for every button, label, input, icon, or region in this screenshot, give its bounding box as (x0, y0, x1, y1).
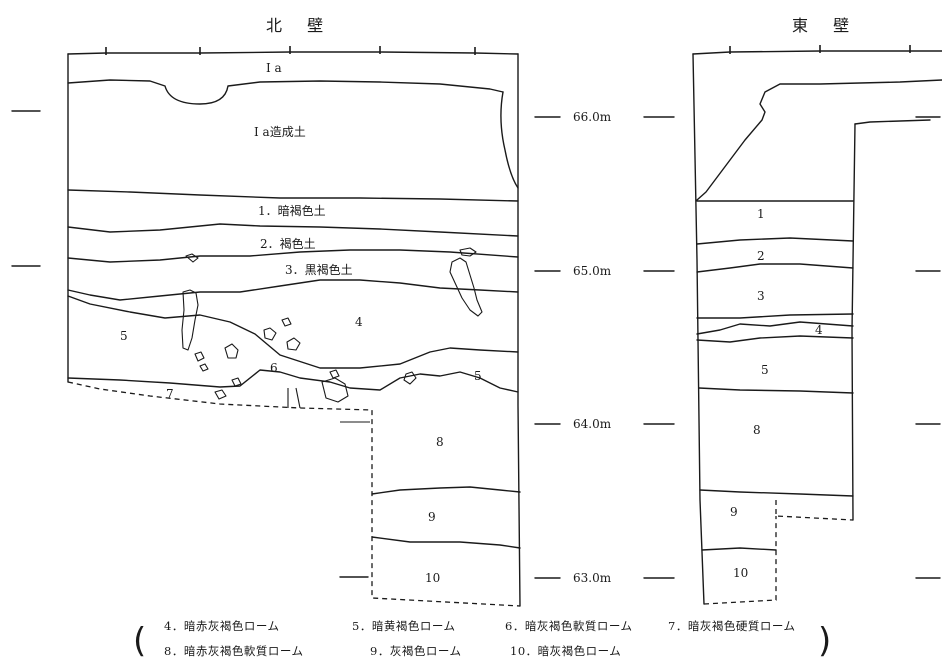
north-layer-label-7: 7 (166, 387, 174, 401)
east-wall-survey-ticks (729, 45, 911, 54)
north-boundary-1 (67, 223, 519, 237)
legend-item-8: 8．暗赤灰褐色軟質ローム (164, 644, 303, 658)
legend-item-4: 4．暗赤灰褐色ローム (164, 619, 279, 633)
east-layer-label-1: 1 (757, 207, 765, 221)
north-boundary-2 (67, 249, 519, 263)
north-wall-survey-ticks (105, 46, 476, 55)
east-boundary-2 (696, 263, 854, 273)
north-boundary-4 (67, 295, 519, 369)
north-layer-label-ia-fill: I a造成土 (254, 125, 306, 139)
north-layer-label-2: 2．褐色土 (260, 236, 316, 251)
east-boundary-1 (696, 237, 854, 245)
east-wall-dashed-base (703, 500, 854, 605)
north-layer-label-ia: I a (266, 61, 282, 75)
elevation-label-64: 64.0m (573, 417, 612, 431)
east-boundary-4-top (696, 321, 854, 335)
legend: ( ) 4．暗赤灰褐色ローム 5．暗黄褐色ローム 6．暗灰褐色軟質ローム 7．暗… (133, 619, 831, 661)
east-boundary-9 (701, 547, 777, 551)
legend-item-10: 10．暗灰褐色ローム (510, 644, 621, 658)
north-layer-label-9: 9 (428, 510, 436, 524)
east-boundary-ia (696, 79, 942, 201)
east-layer-label-4: 4 (815, 323, 823, 337)
legend-item-5: 5．暗黄褐色ローム (352, 619, 455, 633)
north-boundary-9 (371, 536, 521, 549)
north-layer-label-1: 1．暗褐色土 (258, 203, 326, 218)
north-boundary-ia (67, 79, 504, 105)
east-layer-label-9: 9 (730, 505, 738, 519)
north-layer-label-4: 4 (355, 315, 363, 329)
east-layer-label-3: 3 (757, 289, 765, 303)
north-layer-label-3: 3．黒褐色土 (285, 262, 353, 277)
elevation-label-63: 63.0m (573, 571, 612, 585)
north-boundary-8 (371, 486, 521, 495)
north-layer-label-5-right: 5 (474, 369, 482, 383)
north-layer-label-10: 10 (425, 571, 440, 585)
north-wall-dashed-base (67, 381, 521, 607)
north-boundary-ia-cut (500, 91, 519, 189)
north-wall-surface (67, 51, 519, 55)
east-wall-step (854, 119, 931, 125)
north-layer-label-5-left: 5 (120, 329, 128, 343)
elevation-label-66: 66.0m (573, 110, 612, 124)
north-boundary-fill (67, 189, 519, 202)
east-layer-label-10: 10 (733, 566, 748, 580)
legend-open-paren: ( (133, 621, 146, 661)
legend-item-7: 7．暗灰褐色硬質ローム (668, 619, 795, 633)
east-boundary-5 (698, 387, 854, 394)
elevation-markers: 66.0m 65.0m 64.0m 63.0m (11, 110, 941, 585)
east-wall-title: 東 壁 (792, 16, 859, 35)
legend-close-paren: ) (818, 621, 831, 661)
north-wall-title: 北 壁 (266, 16, 333, 35)
east-boundary-8 (699, 489, 854, 497)
east-wall-outline (692, 53, 856, 605)
east-layer-label-8: 8 (753, 423, 761, 437)
elevation-label-65: 65.0m (573, 264, 612, 278)
legend-item-9: 9．灰褐色ローム (370, 644, 461, 658)
north-wall-section: I a I a造成土 1．暗褐色土 2．褐色土 3．黒褐色土 4 5 5 6 7… (67, 46, 521, 607)
east-wall-section: 1 2 3 4 5 8 9 10 (692, 45, 942, 605)
east-boundary-3 (696, 313, 854, 319)
north-layer-label-8: 8 (436, 435, 444, 449)
east-boundary-4-bottom (696, 335, 854, 343)
north-wall-outline (67, 53, 521, 607)
east-layer-label-2: 2 (757, 249, 765, 263)
north-boundary-5 (67, 369, 519, 393)
north-boundary-3 (67, 279, 519, 301)
east-layer-label-5: 5 (761, 363, 769, 377)
north-wall-inclusions (181, 247, 483, 409)
north-layer-label-6: 6 (270, 361, 278, 375)
legend-item-6: 6．暗灰褐色軟質ローム (505, 619, 632, 633)
